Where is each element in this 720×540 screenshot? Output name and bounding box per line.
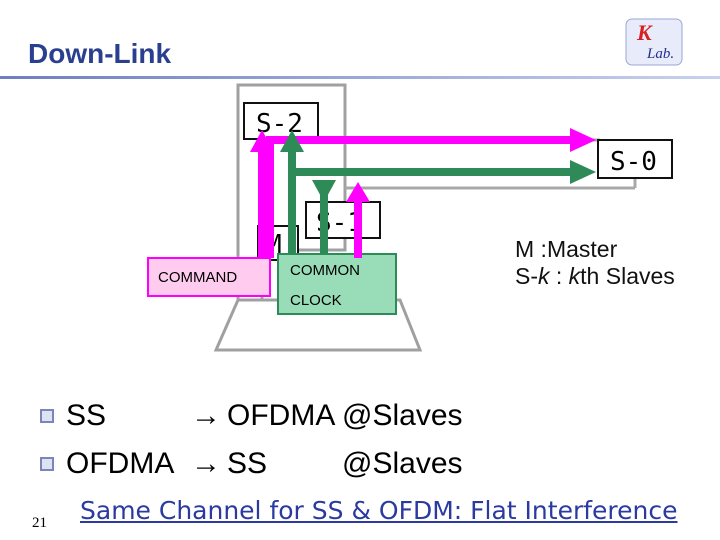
legend-master: M :Master [515,236,618,262]
bullet-list: SS → OFDMA @Slaves OFDMA → SS @Slaves [40,399,463,480]
bullet-item-1: SS → OFDMA @Slaves [40,399,463,432]
legend: M :Master S-k : kth Slaves [515,236,675,290]
command-arrow-s1 [346,182,370,202]
command-arrow-s0 [570,128,596,152]
legend-slaves: S-k : kth Slaves [515,263,675,289]
command-arrow-s2 [250,130,274,152]
title-divider [0,76,720,79]
slide-title: Down-Link [28,38,172,69]
svg-text:Lab.: Lab. [646,46,674,62]
node-s1 [305,201,381,239]
clock-label: CLOCK [290,292,342,309]
right-arrow-icon: → [191,399,221,432]
node-s2 [243,102,319,140]
command-path-s0 [266,136,572,258]
right-arrow-icon: → [191,447,221,480]
node-s0-label: S-0 [610,147,657,177]
command-label: COMMAND [158,269,237,286]
bullet-item-2: OFDMA → SS @Slaves [40,447,463,480]
command-box [147,257,271,297]
bullet-square-icon [40,457,54,471]
svg-text:K: K [636,20,653,45]
common-clock-box [277,253,397,315]
node-s0 [597,139,673,179]
clock-arrow-s1 [312,180,336,202]
common-label: COMMON [290,262,360,279]
k-lab-logo: K Lab. [625,18,683,66]
clock-arrow-s0 [570,160,596,184]
clock-arrow-s2 [280,130,304,152]
bullet-square-icon [40,409,54,423]
page-number: 21 [32,515,47,531]
footer-note: Same Channel for SS & OFDM: Flat Interfe… [80,496,678,525]
